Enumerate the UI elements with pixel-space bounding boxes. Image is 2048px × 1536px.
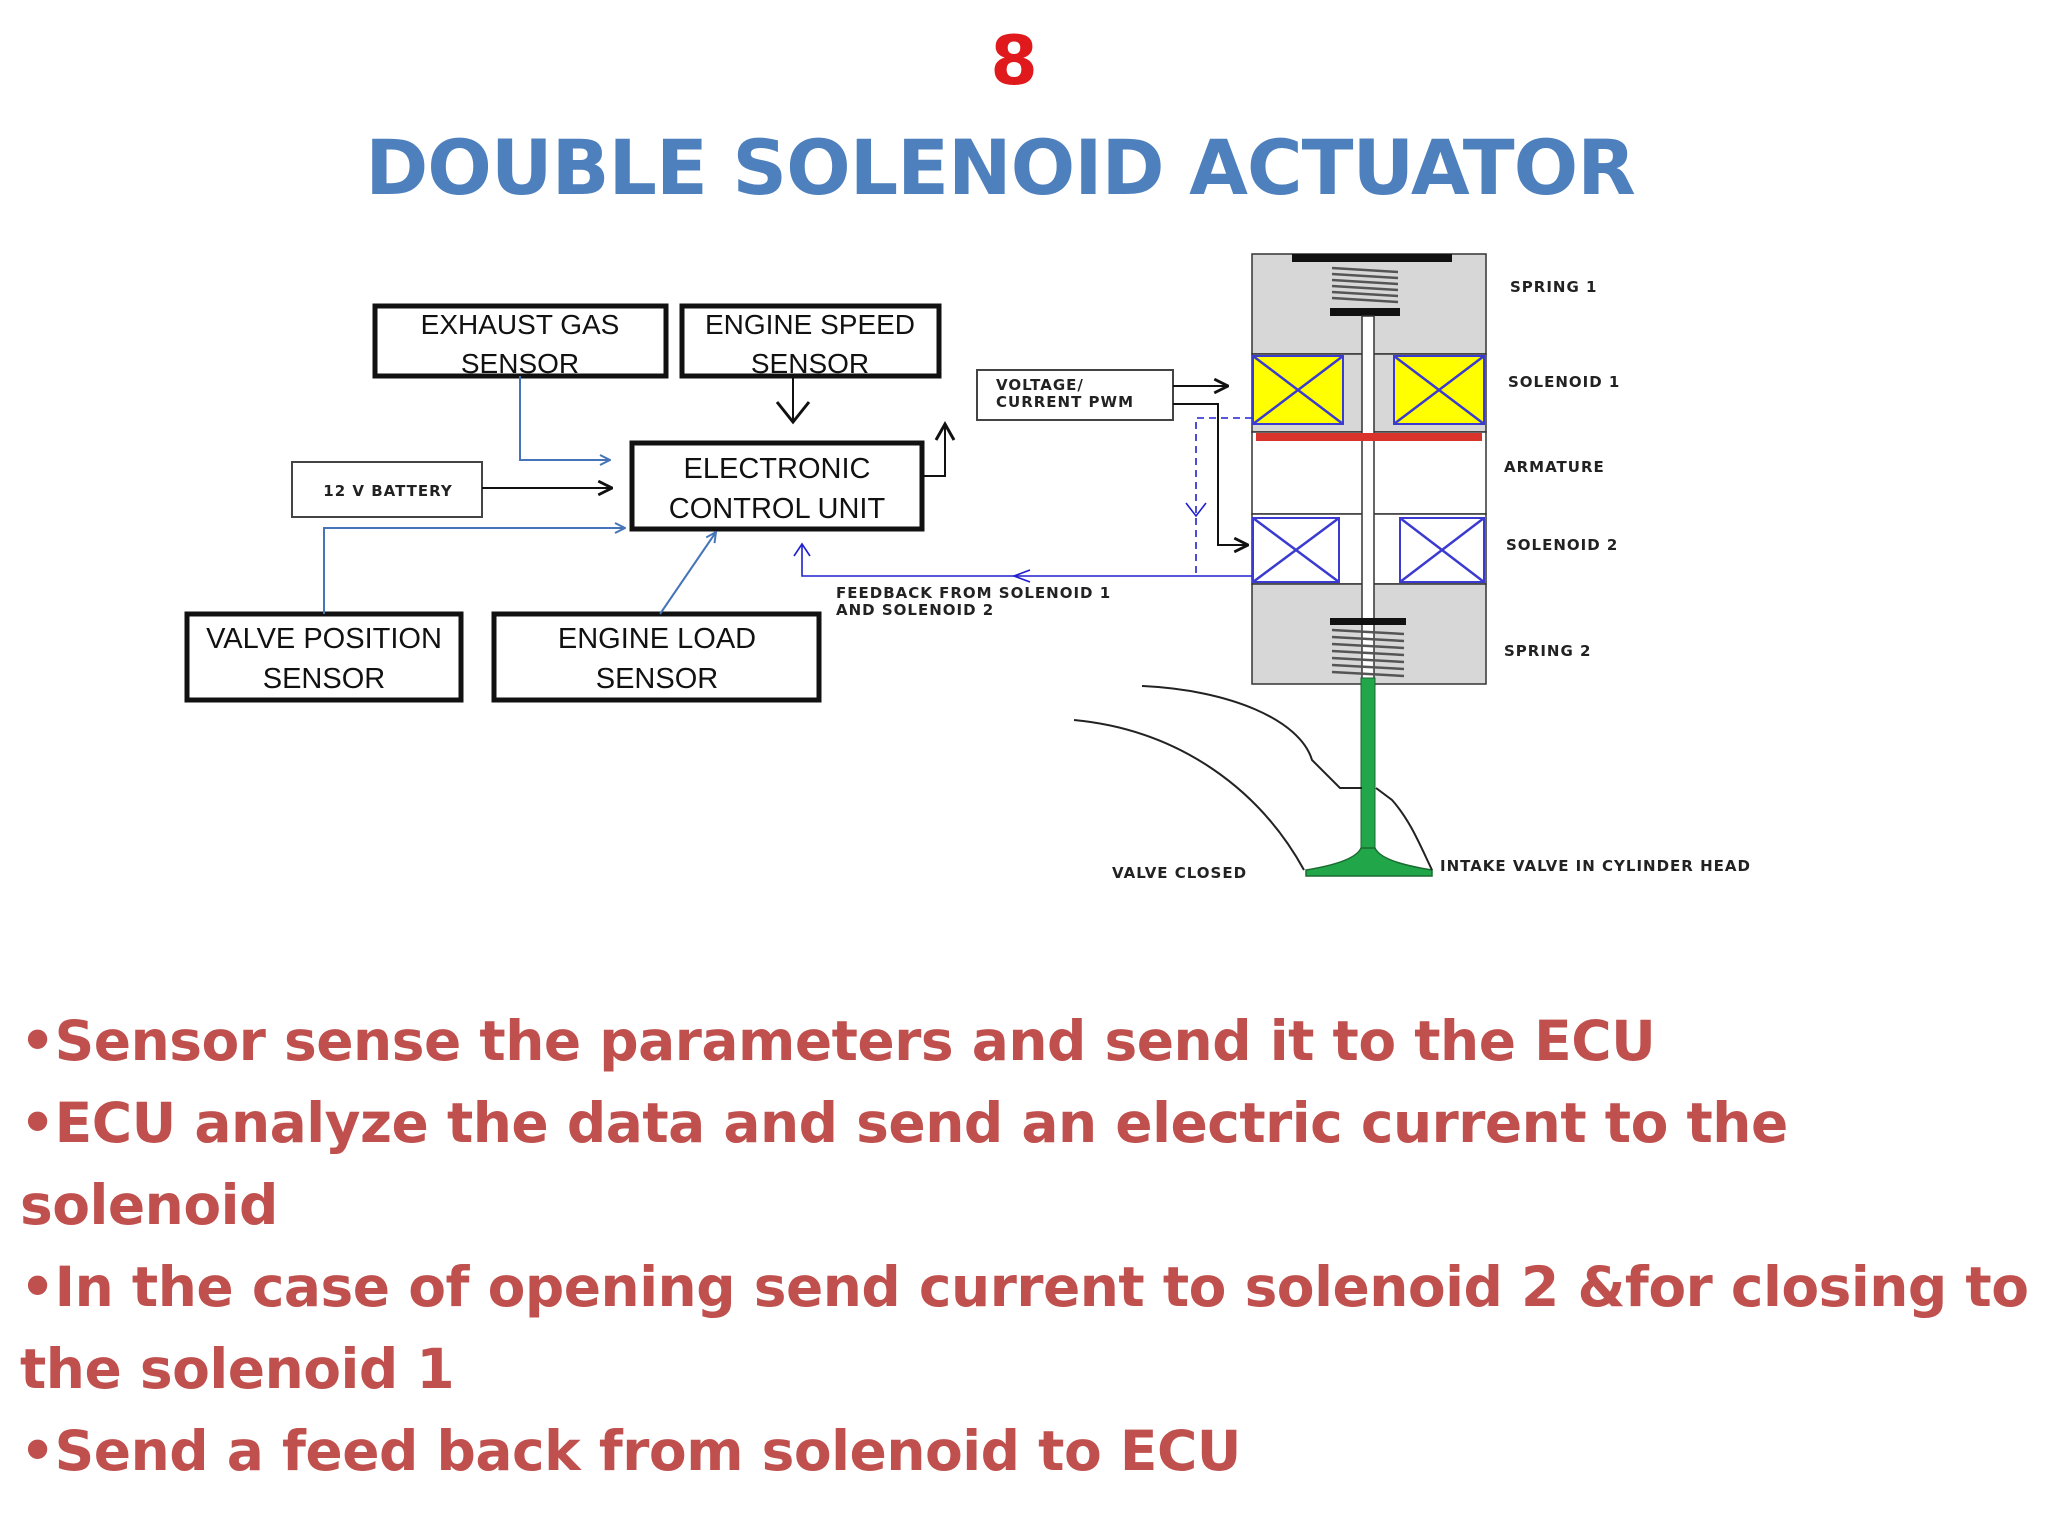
engine-load-sensor-block: ENGINE LOAD SENSOR bbox=[491, 611, 822, 703]
battery-label: 12 V BATTERY bbox=[323, 482, 453, 500]
slide-title: DOUBLE SOLENOID ACTUATOR bbox=[365, 123, 1636, 212]
exhaust-gas-sensor-line1: EXHAUST GAS bbox=[421, 309, 620, 340]
spring-2 bbox=[1330, 618, 1406, 678]
spring-1 bbox=[1330, 266, 1400, 316]
bullet-list: •Sensor sense the parameters and send it… bbox=[20, 1000, 2030, 1492]
spring-2-label: SPRING 2 bbox=[1504, 642, 1591, 660]
actuator-diagram: EXHAUST GAS SENSOR ENGINE SPEED SENSOR 1… bbox=[184, 253, 1751, 882]
signal-connections bbox=[323, 376, 1252, 615]
bullet-item-4: •Send a feed back from solenoid to ECU bbox=[20, 1419, 1241, 1483]
ecu-line1: ELECTRONIC bbox=[684, 453, 871, 485]
engine-speed-sensor-block: ENGINE SPEED SENSOR bbox=[679, 303, 942, 379]
engine-speed-sensor-line2: SENSOR bbox=[751, 348, 869, 379]
intake-valve bbox=[1305, 677, 1433, 877]
solenoid-1-coils bbox=[1252, 355, 1485, 425]
engine-speed-sensor-line1: ENGINE SPEED bbox=[705, 309, 915, 340]
spring-1-label: SPRING 1 bbox=[1510, 278, 1597, 296]
engine-load-sensor-line2: SENSOR bbox=[596, 663, 718, 695]
bullet-item-2: •ECU analyze the data and send an electr… bbox=[20, 1091, 1788, 1237]
valve-closed-label: VALVE CLOSED bbox=[1112, 864, 1247, 882]
cylinder-head-port bbox=[1073, 685, 1433, 871]
valve-position-sensor-line1: VALVE POSITION bbox=[206, 623, 442, 655]
solenoid-2-label: SOLENOID 2 bbox=[1506, 536, 1618, 554]
armature-label: ARMATURE bbox=[1504, 458, 1605, 476]
ecu-line2: CONTROL UNIT bbox=[669, 493, 886, 525]
voltage-pwm-line1: VOLTAGE/ bbox=[996, 376, 1084, 394]
feedback-label-line2: AND SOLENOID 2 bbox=[836, 601, 994, 619]
solenoid-1-label: SOLENOID 1 bbox=[1508, 373, 1620, 391]
armature-plate bbox=[1256, 433, 1482, 441]
solenoid-2-coils bbox=[1252, 516, 1485, 584]
bullet-item-3: •In the case of opening send current to … bbox=[20, 1255, 2029, 1401]
exhaust-gas-sensor-line2: SENSOR bbox=[461, 348, 579, 379]
valve-position-sensor-line2: SENSOR bbox=[263, 663, 385, 695]
voltage-pwm-block: VOLTAGE/ CURRENT PWM bbox=[976, 369, 1174, 421]
intake-valve-label: INTAKE VALVE IN CYLINDER HEAD bbox=[1440, 857, 1751, 875]
battery-block: 12 V BATTERY bbox=[291, 461, 483, 518]
engine-load-sensor-line1: ENGINE LOAD bbox=[558, 623, 756, 655]
valve-position-sensor-block: VALVE POSITION SENSOR bbox=[184, 611, 464, 703]
ecu-block: ELECTRONIC CONTROL UNIT bbox=[629, 440, 925, 532]
bullet-item-1: •Sensor sense the parameters and send it… bbox=[20, 1009, 1656, 1073]
exhaust-gas-sensor-block: EXHAUST GAS SENSOR bbox=[372, 303, 669, 379]
slide-number: 8 bbox=[990, 22, 1038, 101]
feedback-label-line1: FEEDBACK FROM SOLENOID 1 bbox=[836, 584, 1111, 602]
voltage-pwm-line2: CURRENT PWM bbox=[996, 393, 1134, 411]
valve-stem-upper bbox=[1361, 315, 1375, 682]
